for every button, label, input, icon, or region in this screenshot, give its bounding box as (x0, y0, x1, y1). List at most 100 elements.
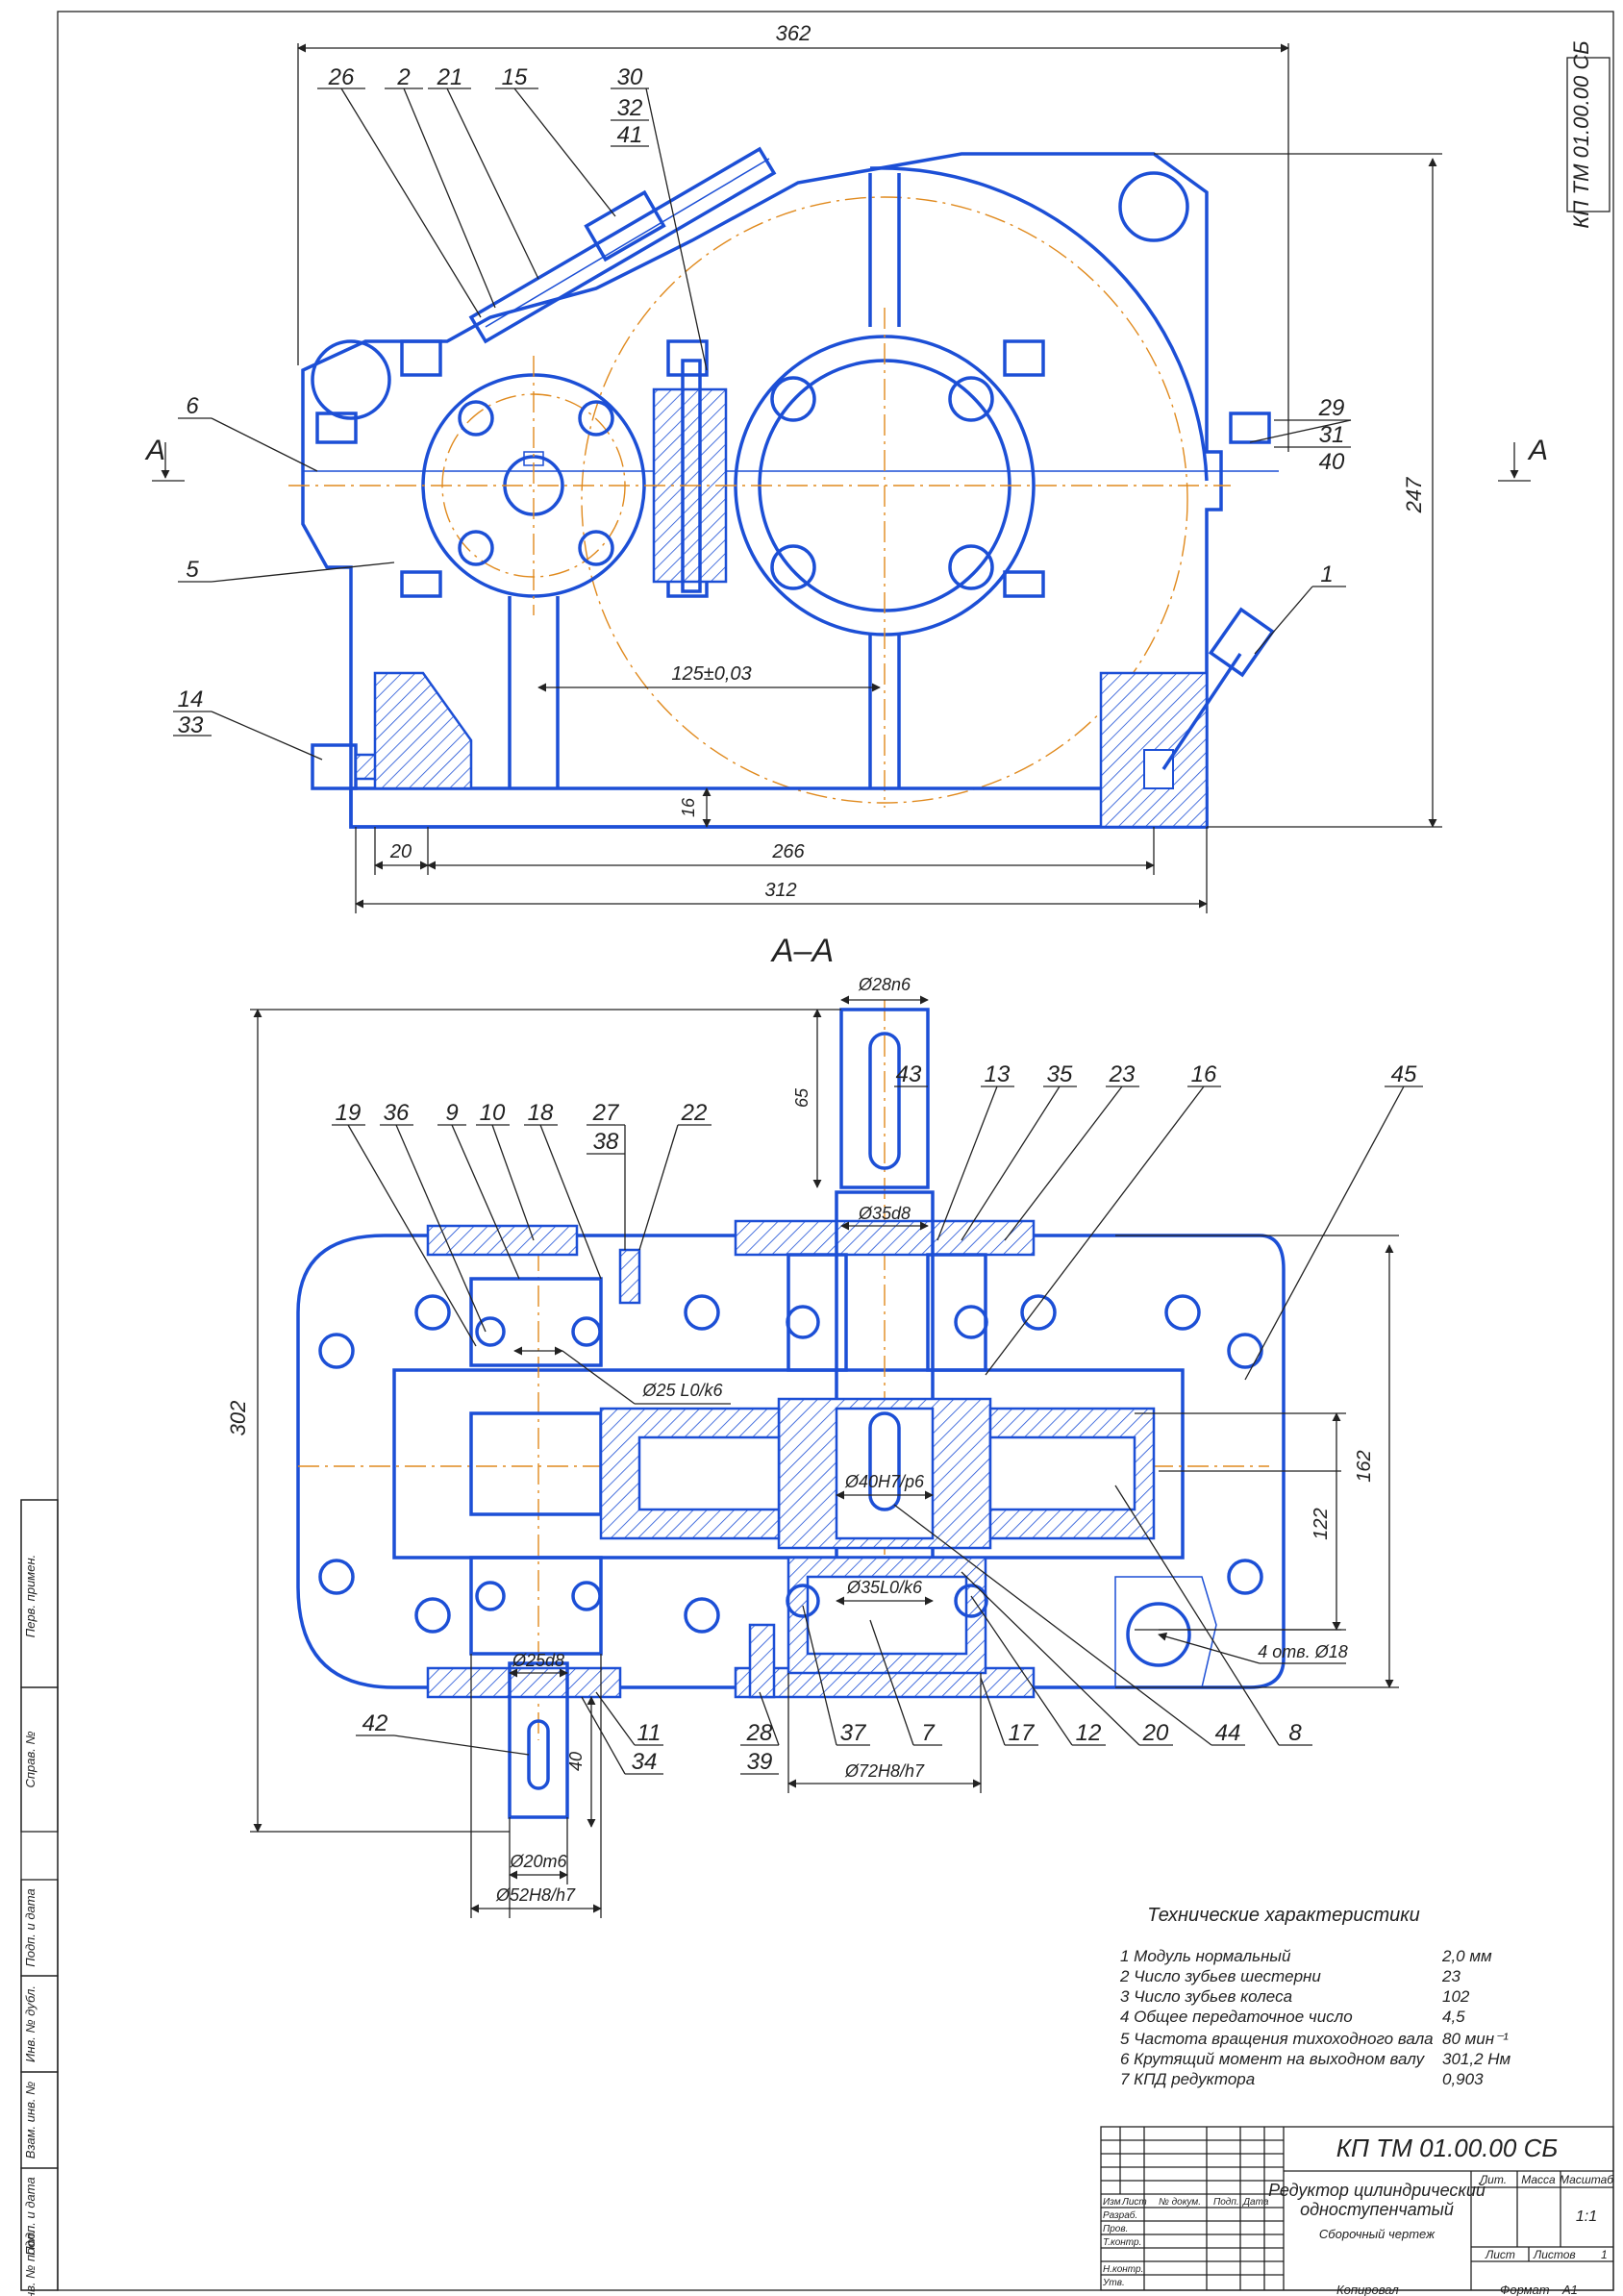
dim-output-shaft: Ø28n6 (858, 975, 911, 994)
wheel-pitch-circle (581, 196, 1188, 804)
dim-bearing-25: Ø25 L0/k6 (641, 1381, 723, 1400)
tb-row: Пров. (1103, 2224, 1128, 2234)
tb-sheets: Листов (1533, 2248, 1576, 2261)
section-callouts: 19 36 9 10 18 27 38 22 43 13 35 23 16 45… (332, 1061, 1423, 1775)
side-label: Подп. и дата (23, 1888, 37, 1966)
tech-label: 2 Число зубьев шестерни (1119, 1967, 1321, 1985)
callout: 42 (362, 1710, 388, 1736)
callout: 10 (480, 1100, 506, 1126)
callout: 33 (178, 712, 204, 738)
tb-mass: Масса (1521, 2173, 1556, 2186)
callout: 34 (632, 1749, 658, 1775)
dim-bearing-35: Ø35L0/k6 (846, 1578, 923, 1597)
tech-label: 6 Крутящий момент на выходном валу (1120, 2050, 1426, 2068)
dim-input-shaft: Ø20m6 (509, 1852, 567, 1871)
callout: 44 (1215, 1720, 1241, 1746)
copied-label: Копировал (1336, 2283, 1399, 2296)
section-dims: 302 Ø28n6 65 Ø35d8 Ø25 L0/k6 Ø40H7/p6 Ø3… (226, 975, 1399, 1918)
dim-162: 162 (1354, 1450, 1375, 1482)
tech-specs: Технические характеристики 1 Модуль норм… (1119, 1905, 1511, 2088)
tech-label: 5 Частота вращения тихоходного вала (1120, 2030, 1434, 2048)
format-label: Формат (1500, 2283, 1550, 2296)
tech-label: 1 Модуль нормальный (1120, 1947, 1291, 1965)
dim-bore-35: Ø35d8 (858, 1204, 911, 1223)
callout: 5 (186, 557, 199, 583)
tb-col: Подп. (1213, 2197, 1239, 2208)
tech-value: 102 (1442, 1987, 1470, 2006)
callout: 30 (617, 64, 643, 90)
section-title: А–А (770, 933, 834, 969)
callout: 41 (617, 122, 643, 148)
callout: 26 (328, 64, 355, 90)
tech-label: 7 КПД редуктора (1120, 2070, 1255, 2088)
dim-base-length: 312 (764, 880, 796, 901)
tb-col: Изм (1103, 2197, 1121, 2208)
callout: 36 (384, 1100, 410, 1126)
housing-section (296, 1234, 1286, 1689)
callout: 27 (592, 1100, 620, 1126)
tech-value: 4,5 (1442, 2008, 1465, 2026)
tech-value: 2,0 мм (1441, 1947, 1492, 1965)
tb-name-line1: Редуктор цилиндрический (1268, 2181, 1486, 2200)
dim-holes: 4 отв. Ø18 (1258, 1642, 1347, 1661)
callout: 12 (1076, 1720, 1102, 1746)
tb-row: Т.контр. (1103, 2237, 1141, 2248)
format-value: A1 (1561, 2283, 1578, 2296)
callout: 20 (1142, 1720, 1169, 1746)
callout: 18 (528, 1100, 554, 1126)
sheet-frame: КП ТМ 01.00.00 СБ (57, 11, 1614, 2291)
tb-name-line2: одноступенчатый (1300, 2200, 1454, 2219)
side-label: Подп. и дата (23, 2177, 37, 2255)
tb-lit: Лит. (1479, 2173, 1507, 2186)
dim-122: 122 (1311, 1508, 1332, 1539)
tb-col: Дата (1242, 2197, 1269, 2208)
callout: 13 (985, 1061, 1011, 1087)
side-label: Инв. № подл. (23, 2231, 37, 2296)
callout: 1 (1320, 562, 1333, 587)
callout: 22 (681, 1100, 708, 1126)
side-label: Справ. № (23, 1731, 37, 1787)
callout: 38 (593, 1129, 619, 1155)
pinion (469, 1411, 603, 1516)
callout: 32 (617, 95, 643, 121)
callout: 40 (1319, 449, 1345, 475)
callout: 21 (437, 64, 463, 90)
tb-row: Н.контр. (1103, 2264, 1143, 2275)
input-shaft (508, 1661, 569, 1819)
callout: 28 (746, 1720, 773, 1746)
callout: 19 (336, 1100, 362, 1126)
tb-sheet: Лист (1485, 2248, 1515, 2261)
callout: 6 (186, 393, 199, 419)
callout: 43 (896, 1061, 922, 1087)
dim-section-height: 302 (226, 1401, 250, 1436)
dim-offset: 20 (389, 841, 412, 862)
dim-center-distance: 125±0,03 (671, 663, 751, 685)
dim-shaft-length: 65 (792, 1087, 812, 1108)
tb-scale: 1:1 (1576, 2209, 1597, 2225)
tech-label: 3 Число зубьев колеса (1120, 1987, 1292, 2006)
callout: 15 (502, 64, 528, 90)
callout: 37 (840, 1720, 867, 1746)
tb-row: Утв. (1102, 2278, 1125, 2288)
tb-col: Лист (1121, 2197, 1147, 2208)
housing-outline (301, 152, 1223, 829)
callout: 9 (445, 1100, 458, 1126)
title-block: КП ТМ 01.00.00 СБ Редуктор цилиндрически… (1100, 2126, 1614, 2291)
section-view (296, 1000, 1286, 1819)
callout: 35 (1047, 1061, 1073, 1087)
callout: 14 (178, 686, 204, 712)
callout: 11 (637, 1720, 662, 1746)
callout: 23 (1109, 1061, 1136, 1087)
tech-value: 301,2 Нм (1442, 2050, 1511, 2068)
side-label: Взам. инв. № (23, 2082, 37, 2159)
callout: 39 (747, 1749, 773, 1775)
callout: 29 (1318, 395, 1345, 421)
tb-sheets-n: 1 (1601, 2248, 1608, 2261)
dim-input-length: 40 (566, 1752, 586, 1771)
stamp-code: КП ТМ 01.00.00 СБ (1569, 40, 1593, 228)
dim-overall-width: 362 (776, 21, 812, 45)
dim-wheel-fit: Ø40H7/p6 (844, 1472, 925, 1491)
side-strip: Перв. примен. Справ. № Подп. и дата Инв.… (20, 1499, 59, 2296)
tech-value: 23 (1441, 1967, 1461, 1985)
